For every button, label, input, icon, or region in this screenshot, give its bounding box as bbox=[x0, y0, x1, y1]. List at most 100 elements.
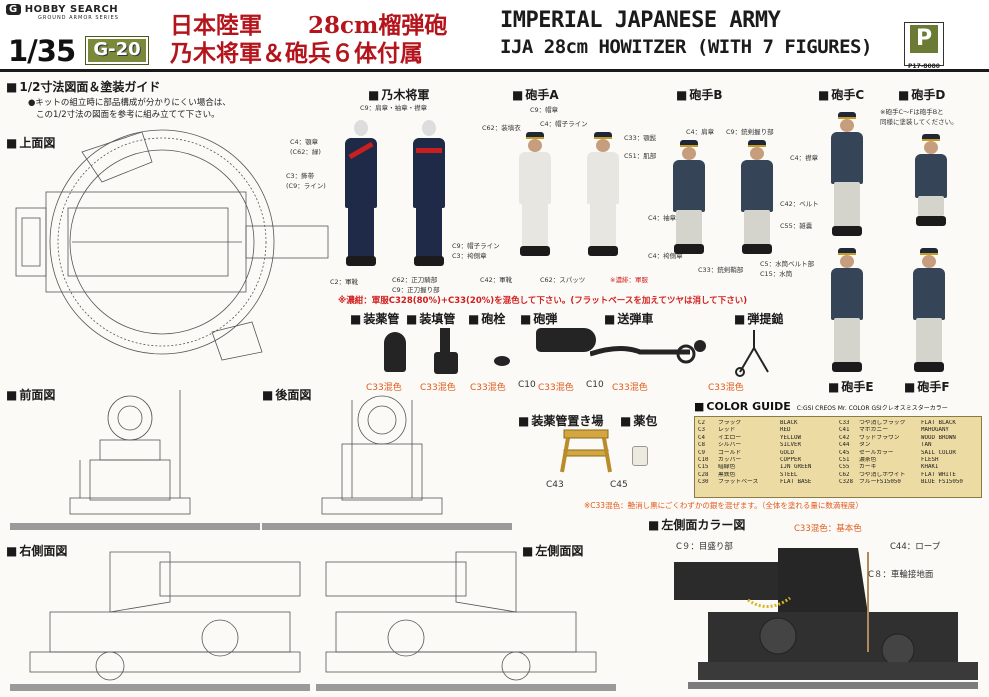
color-guide-right-jp: セールカラー bbox=[859, 449, 894, 456]
color-guide-right-code: C42 bbox=[839, 434, 850, 441]
color-guide-left-jp: カッパー bbox=[718, 457, 742, 464]
gunner-a-title: 砲手A bbox=[512, 86, 558, 103]
part-title-4: 送弾車 bbox=[604, 310, 653, 327]
part-color-1: C33混色 bbox=[420, 383, 456, 393]
part-title-1: 装填管 bbox=[406, 310, 455, 327]
gunner-c-title: 砲手C bbox=[818, 86, 864, 103]
color-guide-left-en: GOLD bbox=[780, 449, 794, 456]
left-color-c9-label: C９：目盛り部 bbox=[676, 542, 733, 552]
color-guide-right-en: SAIL COLOR bbox=[921, 449, 956, 456]
gunner-b-figure-front bbox=[664, 140, 714, 258]
nogi-figure-back bbox=[404, 118, 454, 268]
color-guide-left-jp: 暗緑色 bbox=[718, 464, 736, 471]
gunner-b-label-0: C4：肩章 bbox=[686, 128, 715, 136]
color-guide-right-jp: つや消しブラック bbox=[859, 420, 906, 426]
color-guide-left-en: SILVER bbox=[780, 442, 801, 449]
color-guide-right-jp: タン bbox=[859, 442, 871, 449]
nogi-label-8: C9：正刀握り部 bbox=[392, 286, 440, 294]
color-guide-left-en: RED bbox=[780, 427, 791, 434]
left-color-view-drawing bbox=[674, 548, 978, 689]
nogi-label-1: (C62：緑) bbox=[290, 148, 321, 156]
gunner-c-label-2: C55：雑嚢 bbox=[780, 222, 813, 230]
gunner-b-title: 砲手B bbox=[676, 86, 722, 103]
part-color-5: C33混色 bbox=[708, 383, 744, 393]
rack-title: 装薬管置き場 bbox=[518, 412, 603, 429]
color-guide-right-jp: カーキ bbox=[859, 464, 877, 471]
color-guide-right-jp: ブルーFS15050 bbox=[859, 479, 901, 486]
color-guide-right-jp: マホガニー bbox=[859, 427, 888, 434]
color-guide-left-jp: シルバー bbox=[718, 442, 742, 449]
powder-bag-part bbox=[632, 446, 648, 466]
product-code: G-20 bbox=[85, 36, 149, 65]
rear-view-drawing bbox=[262, 395, 512, 530]
nogi-title: 乃木将軍 bbox=[368, 86, 429, 103]
scale-label: 1/35 bbox=[8, 34, 76, 68]
part-color-3a: C10 bbox=[518, 380, 536, 390]
guide-title: 1/2寸法図面＆塗装ガイド bbox=[6, 78, 160, 95]
part-title-3: 砲弾 bbox=[520, 310, 557, 327]
gunner-b-figure-back bbox=[732, 140, 782, 258]
loading-tube-part bbox=[434, 352, 458, 374]
color-guide-right-code: C45 bbox=[839, 449, 850, 456]
color-guide-right-en: FLESH bbox=[921, 457, 939, 464]
color-guide-left-code: C15 bbox=[698, 464, 709, 471]
color-guide-left-code: C4 bbox=[698, 434, 705, 441]
c33-mix-note: ※C33混色：艶消し黒にごくわずかの銀を混ぜます。（全体を塗れる量に数滴程度） bbox=[584, 501, 863, 510]
jp-title-1: 日本陸軍 28cm榴弾砲 bbox=[170, 12, 448, 39]
part-title-5: 弾提鎚 bbox=[734, 310, 783, 327]
front-view-drawing bbox=[10, 390, 260, 530]
charge-rack-part bbox=[560, 429, 612, 473]
part-color-2: C33混色 bbox=[470, 383, 506, 393]
color-guide-right-en: TAN bbox=[921, 442, 932, 449]
color-guide-left-code: C9 bbox=[698, 449, 705, 456]
color-guide-right-en: KHAKI bbox=[921, 464, 939, 471]
gunner-e-title: 砲手E bbox=[828, 378, 873, 395]
left-view-label: 左側面図 bbox=[522, 542, 583, 559]
color-guide-right-row: C45 セールカラー SAIL COLOR bbox=[839, 450, 977, 457]
color-guide-left-jp: ブラック bbox=[718, 420, 742, 426]
gunner-c-figure bbox=[822, 112, 872, 240]
left-color-c44-label: C44：ロープ bbox=[890, 542, 941, 552]
gunner-c-label-0: C4：襟章 bbox=[790, 154, 819, 162]
color-guide-right-row: C44 タン TAN bbox=[839, 442, 977, 449]
right-view-drawing bbox=[10, 551, 310, 691]
color-guide-left-en: STEEL bbox=[780, 471, 798, 478]
color-guide-right-en: FLAT BLACK bbox=[921, 420, 956, 426]
nogi-figure-front bbox=[336, 118, 386, 268]
color-guide-right-en: FLAT WHITE bbox=[921, 471, 956, 478]
left-color-c33-label: C33混色：基本色 bbox=[794, 524, 862, 534]
color-guide-right-en: WOOD BROWN bbox=[921, 434, 956, 441]
nogi-label-3: (C9：ライン) bbox=[286, 182, 326, 190]
right-view-label: 右側面図 bbox=[6, 542, 67, 559]
color-guide-left-code: C28 bbox=[698, 471, 709, 478]
gunner-e-figure bbox=[822, 248, 872, 376]
nogi-label-4: C9：帽子ライン bbox=[452, 242, 500, 250]
color-guide-right-code: C44 bbox=[839, 442, 850, 449]
gunner-d-note-1: ※砲手C～Fは砲手Bと bbox=[880, 108, 944, 116]
nogi-label-2: C3：飾帯 bbox=[286, 172, 315, 180]
rear-view-label: 後面図 bbox=[262, 386, 311, 403]
nogi-label-5: C3：袴側章 bbox=[452, 252, 487, 260]
color-guide-left-en: YELLOW bbox=[780, 434, 801, 441]
color-guide-left-en: FLAT BASE bbox=[780, 479, 812, 486]
color-guide-right-en: BLUE FS15050 bbox=[921, 479, 963, 486]
gunner-a-label-0: C9：帽章 bbox=[530, 106, 559, 114]
top-view-drawing bbox=[15, 129, 329, 361]
gunner-b-label-1: C9：銃剣握り部 bbox=[726, 128, 774, 136]
color-guide-right-en: MAHOGANY bbox=[921, 427, 949, 434]
color-guide-right-code: C41 bbox=[839, 427, 850, 434]
gunner-a-label-4: C51：肌部 bbox=[624, 152, 657, 160]
